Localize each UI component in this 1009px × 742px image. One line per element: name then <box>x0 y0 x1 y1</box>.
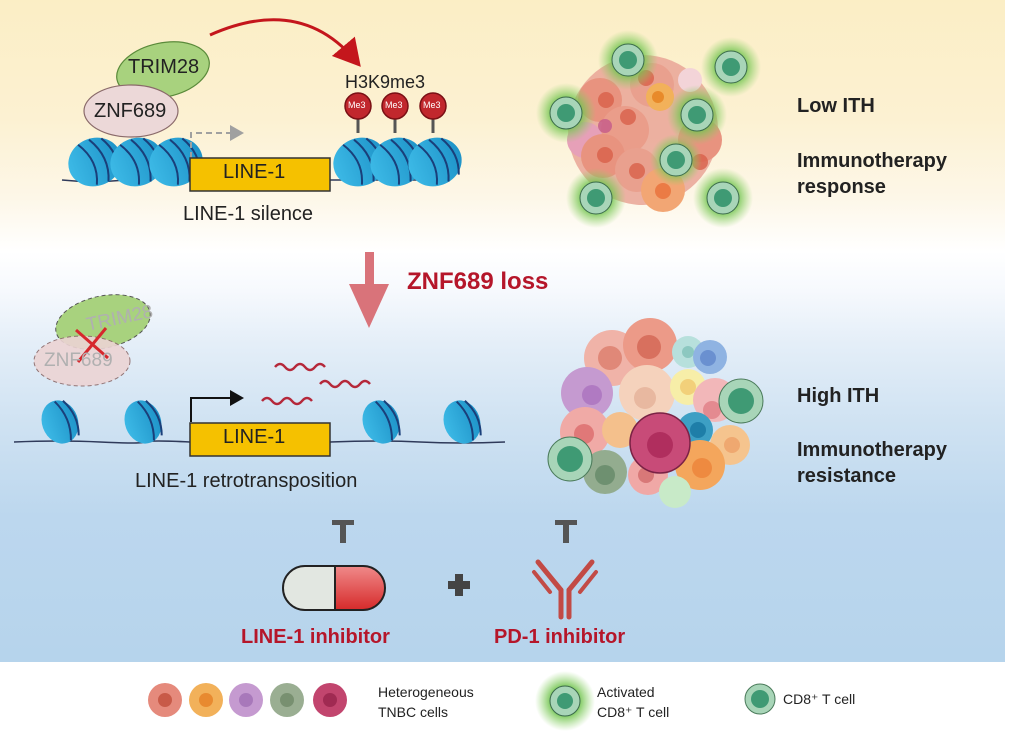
immunotherapy-response-label: Immunotherapy response <box>797 148 947 200</box>
line1-rna-transcripts <box>261 362 371 406</box>
inhibition-bar-2 <box>555 520 577 543</box>
line1-inhibitor-label: LINE-1 inhibitor <box>241 626 390 648</box>
immunotherapy-resistance-line1: Immunotherapy <box>797 439 948 461</box>
bottom-caption: LINE-1 retrotransposition <box>135 470 358 492</box>
immunotherapy-resistance-label: Immunotherapy resistance <box>797 437 947 489</box>
znf689-dissociated-label: ZNF689 <box>44 350 113 371</box>
top-caption: LINE-1 silence <box>183 203 314 225</box>
non-activated-t-cells <box>547 378 764 482</box>
top-nucleosomes-right <box>333 137 462 187</box>
pill-icon <box>282 565 386 611</box>
loss-cross-icon <box>75 327 109 363</box>
me3-label-2: Me3 <box>385 100 403 110</box>
me3-marks <box>344 92 447 133</box>
legend-tnbc-line2: TNBC cells <box>378 704 449 720</box>
top-line1-gene <box>189 157 331 192</box>
legend-activated-line2: CD8⁺ T cell <box>597 704 670 720</box>
high-ith-tumor <box>560 318 750 508</box>
immunotherapy-response-line2: response <box>797 176 886 198</box>
immunotherapy-resistance-line2: resistance <box>797 465 896 487</box>
trim28-label: TRIM28 <box>128 56 200 78</box>
legend-tnbc-line1: Heterogeneous <box>378 684 474 700</box>
znf689-loss-arrow <box>349 252 389 328</box>
znf689-loss-label: ZNF689 loss <box>407 268 549 295</box>
active-transcription-arrow <box>190 390 244 422</box>
high-ith-label: High ITH <box>797 385 880 407</box>
legend-activated-line1: Activated <box>597 684 655 700</box>
legend-tnbc-cells <box>148 683 347 717</box>
blocked-transcription-arrow <box>190 125 244 158</box>
h3k9me3-label: H3K9me3 <box>345 72 426 92</box>
bottom-nucleosomes <box>41 399 482 444</box>
bottom-dna-strand <box>13 440 506 444</box>
top-nucleosomes-left <box>68 137 203 187</box>
legend-tcell-label: CD8⁺ T cell <box>783 691 856 707</box>
me3-label-3: Me3 <box>423 100 441 110</box>
activated-t-cells <box>536 30 761 228</box>
pd1-inhibitor-label: PD-1 inhibitor <box>494 626 626 648</box>
antibody-icon <box>532 559 598 620</box>
bottom-gene-label: LINE-1 <box>223 426 286 448</box>
methylation-arrow <box>209 18 361 67</box>
znf689-protein <box>83 84 179 138</box>
top-gene-label: LINE-1 <box>223 161 286 183</box>
inhibition-bar-1 <box>332 520 354 543</box>
me3-label-1: Me3 <box>348 100 366 110</box>
legend-activated-tcell-label: Activated CD8⁺ T cell <box>597 682 669 722</box>
legend-tcell-icon <box>744 683 776 715</box>
bottom-line1-gene <box>189 422 331 457</box>
znf689-label: ZNF689 <box>94 100 167 122</box>
legend-tnbc-label: Heterogeneous TNBC cells <box>378 682 474 722</box>
low-ith-label: Low ITH <box>797 95 875 117</box>
legend-activated-tcell-icon <box>535 671 595 731</box>
immunotherapy-response-line1: Immunotherapy <box>797 150 948 172</box>
plus-icon <box>448 574 470 596</box>
